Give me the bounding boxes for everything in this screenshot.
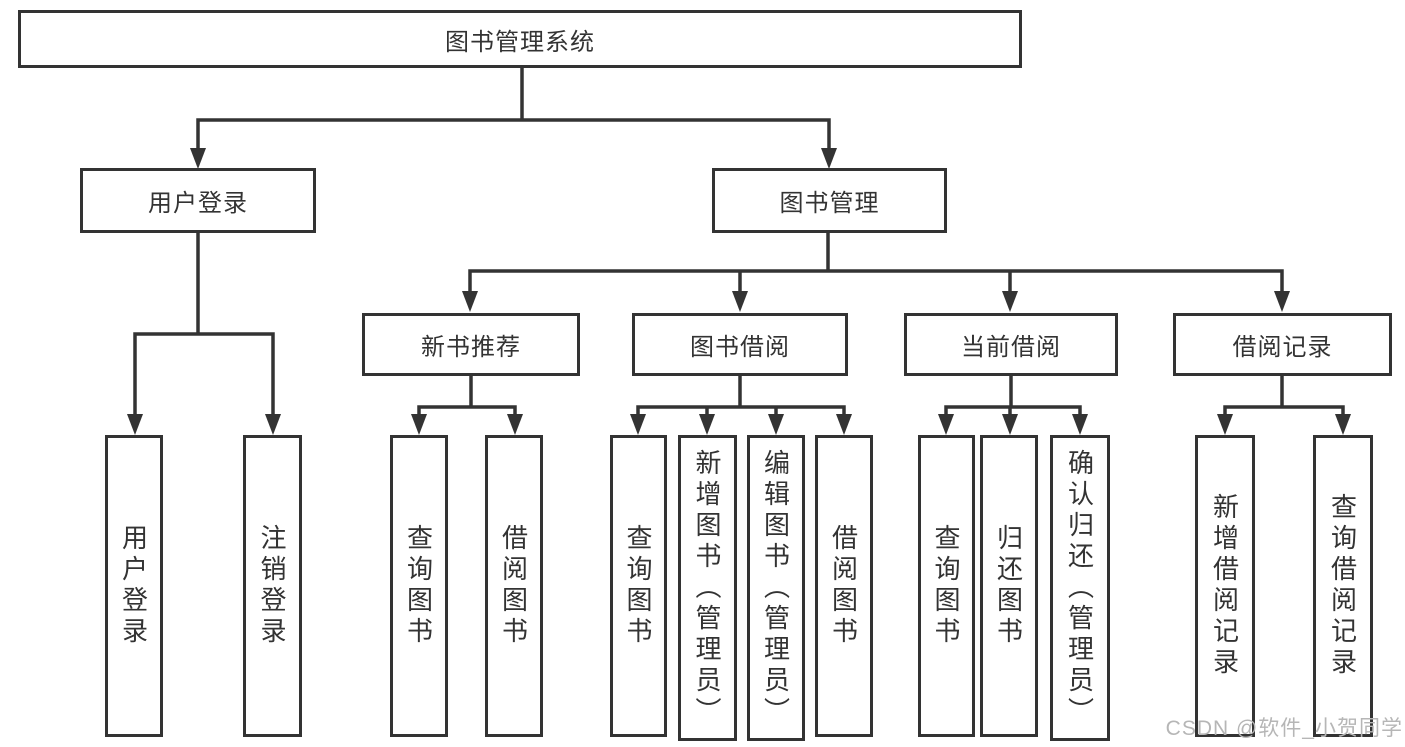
leaf-logout-label: 注销登录 (257, 524, 287, 648)
arrowhead (1072, 414, 1088, 435)
arrowhead (265, 414, 281, 435)
leaf-query-books-borrow-label: 查询图书 (623, 524, 653, 648)
node-current-borrow-label: 当前借阅 (961, 334, 1061, 361)
leaf-query-books-recommend-label: 查询图书 (403, 524, 434, 648)
connector (417, 405, 517, 424)
leaf-borrow-books-recommend: 借阅图书 (485, 435, 543, 737)
leaf-add-books-admin: 新增图书（管理员） (678, 435, 737, 741)
arrowhead (1335, 414, 1351, 435)
connector (133, 332, 275, 424)
arrowhead (507, 414, 523, 435)
node-book-management-label: 图书管理 (779, 190, 880, 217)
arrowhead (190, 148, 206, 169)
node-new-book-recommend: 新书推荐 (362, 313, 580, 376)
node-book-borrow: 图书借阅 (632, 313, 848, 376)
arrowhead (1217, 414, 1233, 435)
arrowhead (699, 414, 715, 435)
node-root: 图书管理系统 (18, 10, 1022, 68)
node-borrow-records: 借阅记录 (1173, 313, 1392, 376)
arrowhead (732, 291, 748, 312)
leaf-confirm-return-admin-label: 确认归还（管理员） (1064, 448, 1095, 728)
arrowhead (630, 414, 646, 435)
leaf-return-books: 归还图书 (980, 435, 1038, 737)
leaf-add-borrow-record-label: 新增借阅记录 (1209, 493, 1240, 679)
arrowhead (411, 414, 427, 435)
node-current-borrow: 当前借阅 (904, 313, 1118, 376)
arrowhead (836, 414, 852, 435)
leaf-borrow-books-label: 借阅图书 (828, 524, 859, 648)
leaf-query-books-recommend: 查询图书 (390, 435, 448, 737)
leaf-edit-books-admin: 编辑图书（管理员） (747, 435, 805, 741)
leaf-query-books-borrow: 查询图书 (610, 435, 667, 737)
arrowhead (127, 414, 143, 435)
arrowhead (1002, 291, 1018, 312)
node-root-label: 图书管理系统 (445, 28, 595, 56)
arrowhead (1274, 291, 1290, 312)
leaf-user-login: 用户登录 (105, 435, 163, 737)
leaf-user-login-label: 用户登录 (118, 524, 149, 648)
arrowhead (462, 291, 478, 312)
leaf-query-borrow-record-label: 查询借阅记录 (1327, 493, 1358, 679)
connector (468, 269, 1284, 301)
arrowhead (1002, 414, 1018, 435)
connector (196, 118, 831, 156)
leaf-add-books-admin-label: 新增图书（管理员） (692, 448, 722, 728)
leaf-query-borrow-record: 查询借阅记录 (1313, 435, 1373, 737)
connector (1223, 405, 1345, 424)
node-user-login-label: 用户登录 (148, 190, 248, 217)
node-borrow-records-label: 借阅记录 (1232, 334, 1333, 361)
node-book-borrow-label: 图书借阅 (690, 334, 790, 361)
leaf-query-books-current-label: 查询图书 (931, 524, 961, 648)
leaf-borrow-books: 借阅图书 (815, 435, 873, 737)
leaf-edit-books-admin-label: 编辑图书（管理员） (760, 448, 791, 728)
leaf-confirm-return-admin: 确认归还（管理员） (1050, 435, 1110, 741)
arrowhead (768, 414, 784, 435)
node-new-book-recommend-label: 新书推荐 (421, 334, 521, 361)
leaf-logout: 注销登录 (243, 435, 302, 737)
arrowhead (821, 148, 837, 169)
leaf-query-books-current: 查询图书 (918, 435, 975, 737)
leaf-add-borrow-record: 新增借阅记录 (1195, 435, 1255, 737)
node-book-management: 图书管理 (712, 168, 947, 233)
connector (636, 405, 846, 424)
node-user-login: 用户登录 (80, 168, 316, 233)
csdn-watermark: CSDN @软件_小贺同学 (1165, 717, 1403, 740)
leaf-borrow-books-recommend-label: 借阅图书 (498, 524, 529, 648)
arrowhead (938, 414, 954, 435)
leaf-return-books-label: 归还图书 (993, 524, 1024, 648)
